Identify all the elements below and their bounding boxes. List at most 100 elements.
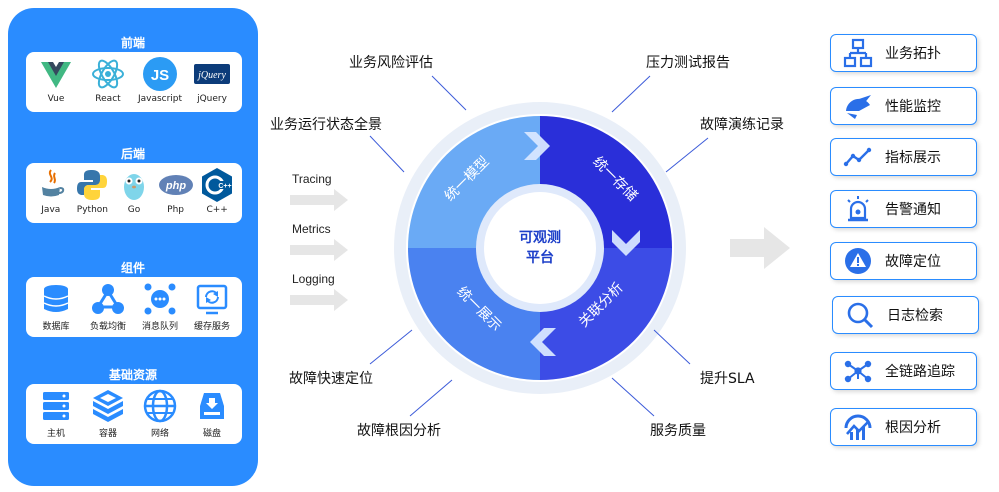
- group-title-frontend: 前端: [120, 36, 145, 50]
- center-title-line2: 平台: [526, 249, 554, 266]
- tile-label: Go: [127, 205, 141, 215]
- jquery-icon: jQuery: [194, 64, 230, 84]
- tile-label: React: [95, 94, 121, 104]
- tile-python: Python: [72, 167, 112, 215]
- server-icon: [43, 392, 69, 420]
- cpp-icon: C++: [202, 168, 233, 202]
- feature-metrics-display: 指标展示: [830, 138, 977, 176]
- svg-text:jQuery: jQuery: [196, 70, 226, 81]
- tile-label: 消息队列: [141, 322, 178, 332]
- group-title-components: 组件: [120, 261, 145, 275]
- feature-full-trace: 全链路追踪: [830, 352, 977, 390]
- feature-label: 业务拓扑: [885, 46, 941, 62]
- network-icon: [143, 389, 177, 423]
- tile-vue: Vue: [31, 56, 81, 104]
- flow-label-metrics: Metrics: [292, 222, 331, 236]
- chevron-down-icon: [612, 230, 640, 256]
- search-icon: [847, 302, 874, 329]
- flow-arrow-metrics-icon: [290, 239, 348, 261]
- label-business-overview: 业务运行状态全景: [270, 117, 382, 133]
- tile-label: 缓存服务: [193, 322, 230, 332]
- message-queue-icon: [144, 283, 176, 315]
- gauge-icon: [846, 95, 871, 119]
- database-icon: [43, 285, 69, 312]
- feature-performance-monitoring: 性能监控: [830, 87, 977, 125]
- feature-business-topology: 业务拓扑: [830, 34, 977, 72]
- javascript-icon: JS: [143, 57, 177, 91]
- disk-icon: [200, 393, 224, 419]
- tile-label: C++: [206, 205, 228, 215]
- flow-arrow-tracing-icon: [290, 189, 348, 211]
- python-icon: [77, 170, 108, 200]
- tile-label: 容器: [98, 429, 117, 439]
- group-title-backend: 后端: [120, 147, 145, 161]
- output-arrow-icon: [730, 227, 790, 269]
- tech-stack-panel: 前端 Vue React JS Javascript: [8, 8, 258, 486]
- label-service-quality: 服务质量: [650, 423, 706, 439]
- tile-disk: 磁盘: [187, 388, 237, 439]
- feature-label: 根因分析: [885, 420, 941, 436]
- tile-cpp: C++ C++: [197, 167, 237, 215]
- group-card-components: 数据库 负载均衡 消息队列: [26, 277, 242, 337]
- ring-center: [484, 192, 596, 304]
- feature-label: 告警通知: [885, 202, 941, 218]
- trace-nodes-icon: [844, 360, 872, 383]
- topology-icon: [843, 38, 873, 68]
- load-balancer-icon: [92, 284, 124, 314]
- center-title-line1: 可观测: [519, 229, 561, 246]
- feature-label: 性能监控: [885, 99, 941, 115]
- tile-label: 磁盘: [202, 429, 221, 439]
- tile-cache-service: 缓存服务: [187, 281, 237, 332]
- tile-javascript: JS Javascript: [135, 56, 185, 104]
- tile-message-queue: 消息队列: [135, 281, 185, 332]
- tile-database: 数据库: [31, 281, 81, 332]
- feature-label: 指标展示: [885, 150, 941, 166]
- tile-load-balancer: 负载均衡: [83, 281, 133, 332]
- group-card-frontend: Vue React JS Javascript jQuery jQuery: [26, 52, 242, 112]
- feature-root-cause-analysis: 根因分析: [830, 408, 977, 446]
- feature-alarm-notification: 告警通知: [830, 190, 977, 228]
- tile-label: Java: [41, 205, 61, 215]
- svg-text:C++: C++: [219, 183, 232, 190]
- chevron-left-icon: [530, 328, 556, 356]
- flow-arrow-logging-icon: [290, 289, 348, 311]
- tile-label: 网络: [150, 429, 169, 439]
- label-risk-assessment: 业务风险评估: [349, 55, 433, 71]
- observability-ring: 统一模型 统一存储 关联分析 统一展示 可观测 平台: [394, 102, 686, 394]
- container-icon: [93, 390, 123, 422]
- group-card-backend: Java Python Go php Ph: [26, 163, 242, 223]
- tile-network: 网络: [135, 388, 185, 439]
- java-icon: [41, 169, 64, 197]
- svg-text:php: php: [164, 180, 185, 192]
- tile-jquery: jQuery jQuery: [187, 56, 237, 104]
- label-fast-locate: 故障快速定位: [289, 371, 373, 387]
- feature-label: 全链路追踪: [885, 364, 955, 380]
- group-card-infrastructure: 主机 容器 网络: [26, 384, 242, 444]
- go-icon: [123, 174, 144, 200]
- feature-fault-locate: 故障定位: [830, 242, 977, 280]
- alarm-icon: [847, 196, 869, 222]
- label-fault-drill: 故障演练记录: [700, 117, 784, 133]
- vue-icon: [41, 62, 71, 88]
- label-root-cause: 故障根因分析: [357, 423, 441, 439]
- feature-label: 日志检索: [887, 308, 943, 324]
- root-cause-icon: [844, 414, 872, 440]
- tile-go: Go: [114, 167, 154, 215]
- tile-label: 负载均衡: [89, 322, 126, 332]
- php-icon: php: [158, 175, 193, 195]
- tile-label: jQuery: [197, 94, 227, 104]
- feature-label: 故障定位: [885, 254, 941, 270]
- tile-label: Vue: [47, 94, 65, 104]
- svg-text:JS: JS: [151, 67, 169, 84]
- tile-php: php Php: [156, 167, 196, 215]
- flow-label-tracing: Tracing: [292, 172, 332, 186]
- tile-label: Javascript: [137, 94, 183, 104]
- tile-label: Python: [76, 205, 108, 215]
- label-pressure-test: 压力测试报告: [646, 55, 730, 71]
- tile-label: 主机: [46, 429, 65, 439]
- feature-log-search: 日志检索: [832, 296, 979, 334]
- label-sla: 提升SLA: [700, 371, 755, 387]
- tile-label: 数据库: [42, 322, 70, 332]
- warning-icon: [845, 248, 871, 274]
